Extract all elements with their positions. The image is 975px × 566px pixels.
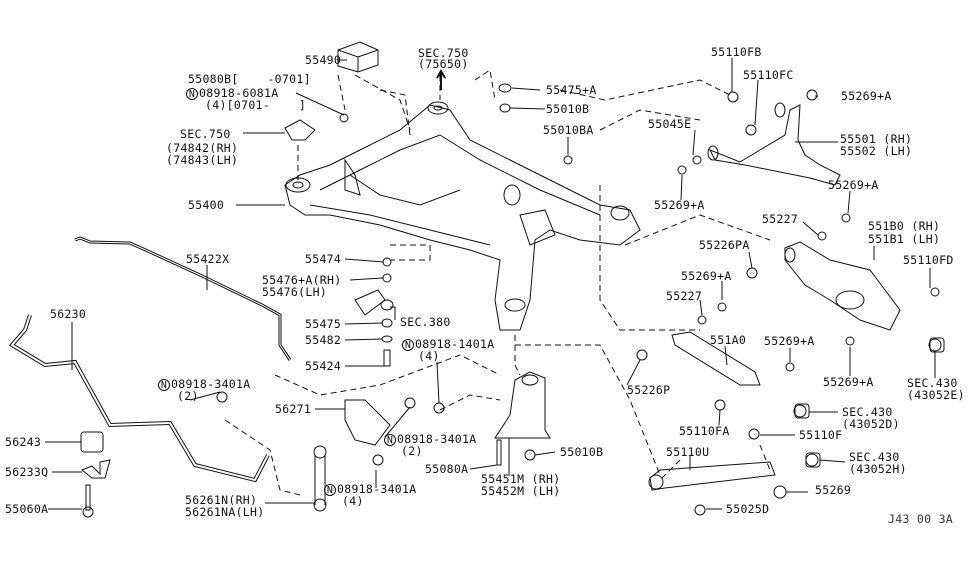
label-55110fb: 55110FB: [711, 45, 762, 59]
label-43052e: (43052E): [907, 388, 965, 402]
label-551b0: 551B0 (RH): [868, 219, 941, 233]
label-56271: 56271: [275, 402, 312, 416]
link-56261n: [314, 455, 326, 505]
nut-symbol-icon: N: [402, 339, 414, 351]
label-08918-1401a-qty: (4): [418, 349, 440, 363]
label-55010ba: 55010BA: [543, 123, 594, 137]
label-55474: 55474: [305, 252, 342, 266]
label-56243: 56243: [5, 435, 42, 449]
label-55475a: 55475+A: [546, 83, 597, 97]
label-551b1: 551B1 (LH): [868, 232, 941, 246]
label-55269a-5: 55269+A: [764, 334, 815, 348]
label-55269a-3: 55269+A: [654, 198, 705, 212]
label-sec430-e: SEC.430: [907, 376, 958, 390]
label-55502: 55502 (LH): [840, 144, 913, 158]
label-55110u: 55110U: [666, 445, 710, 459]
label-55501: 55501 (RH): [840, 132, 913, 146]
label-43052d: (43052D): [842, 417, 900, 431]
label-55060a: 55060A: [5, 502, 49, 516]
bracket-sec750: [284, 119, 316, 141]
upper-arm-55501: [708, 104, 841, 186]
label-55227-1: 55227: [762, 212, 799, 226]
label-74842: (74842(RH): [166, 141, 239, 155]
label-55424: 55424: [305, 359, 342, 373]
arrow-up-icon: [436, 68, 446, 90]
label-55452m: 55452M (LH): [481, 484, 561, 498]
label-55226pa: 55226PA: [699, 238, 750, 252]
label-55025d: 55025D: [726, 502, 770, 516]
bracket-55490: [337, 41, 379, 73]
label-55110fd: 55110FD: [903, 253, 954, 267]
label-55269: 55269: [815, 483, 852, 497]
label-55080b: 55080B[ -0701]: [188, 72, 311, 86]
label-75650: (75650): [418, 57, 469, 71]
label-55269a-6: 55269+A: [823, 375, 874, 389]
bushing-56243: [80, 431, 104, 453]
mount-55451m: [494, 371, 551, 439]
label-55269a-2: 55269+A: [828, 178, 879, 192]
label-08918-3401a-3-qty: (4): [342, 494, 364, 508]
stabilizer-bar-56230: [8, 314, 270, 483]
clamp-56233q: [81, 459, 111, 479]
label-55451m: 55451M (RH): [481, 472, 561, 486]
label-55400: 55400: [188, 198, 225, 212]
label-55080a: 55080A: [425, 462, 469, 476]
label-sec430-h: SEC.430: [849, 450, 900, 464]
label-08918-3401a-2-qty: (2): [401, 444, 423, 458]
bracket-56271: [344, 399, 391, 446]
label-43052h: (43052H): [849, 462, 907, 476]
label-551a0: 551A0: [710, 333, 747, 347]
label-08918-3401a-1-qty: (2): [177, 389, 199, 403]
label-55476: 55476(LH): [262, 285, 328, 299]
lower-arm-551b0: [784, 241, 901, 331]
link-551a0: [671, 331, 761, 386]
label-56261na: 56261NA(LH): [185, 505, 265, 519]
nut-symbol-icon: N: [324, 484, 336, 496]
label-55110fa: 55110FA: [679, 424, 730, 438]
label-08918-6081a-qty: (4)[0701- ]: [205, 98, 307, 112]
nut-symbol-icon: N: [384, 434, 396, 446]
label-56261n: 56261N(RH): [185, 493, 258, 507]
label-55226p: 55226P: [627, 383, 671, 397]
label-sec750-left: SEC.750: [180, 127, 231, 141]
label-55045e: 55045E: [648, 117, 692, 131]
label-55422x: 55422X: [186, 252, 230, 266]
nut-symbol-icon: N: [186, 88, 198, 100]
label-55010b-bottom: 55010B: [560, 445, 604, 459]
label-74843: (74843(LH): [166, 153, 239, 167]
label-56230: 56230: [50, 307, 87, 321]
link-55110u: [649, 461, 776, 491]
subframe-55400: [284, 101, 641, 331]
label-56233q: 56233Q: [5, 465, 49, 479]
label-sec430-d: SEC.430: [842, 405, 893, 419]
label-55010b-top: 55010B: [546, 102, 590, 116]
stabilizer-bar-55422x: [74, 236, 292, 361]
label-55269a-1: 55269+A: [841, 89, 892, 103]
leader-lines: [45, 58, 936, 510]
label-55476a: 55476+A(RH): [262, 273, 342, 287]
label-55227-2: 55227: [666, 289, 703, 303]
label-sec380: SEC.380: [400, 315, 451, 329]
label-sec750-top: SEC.750: [418, 46, 469, 60]
label-55110fc: 55110FC: [743, 68, 794, 82]
nut-symbol-icon: N: [158, 379, 170, 391]
label-55482: 55482: [305, 333, 342, 347]
label-55269a-4: 55269+A: [681, 269, 732, 283]
diagram-code: J43 00 3A: [888, 512, 954, 526]
bushing-sec380: [354, 289, 386, 316]
label-55475: 55475: [305, 317, 342, 331]
label-55110f: 55110F: [799, 428, 843, 442]
label-55490: 55490: [305, 53, 342, 67]
